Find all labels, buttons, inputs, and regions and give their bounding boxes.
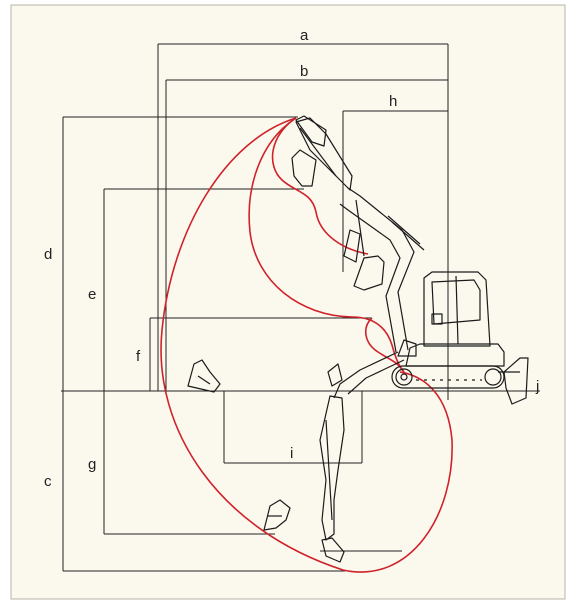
- bucket-lower: [321, 537, 345, 563]
- middle-reach-curve: [248, 117, 405, 373]
- boom-foot: [397, 339, 417, 357]
- boom-upper-inner: [339, 203, 401, 353]
- boom-upper-outline: [347, 187, 415, 351]
- upper-body: [405, 343, 505, 367]
- label-f: f: [136, 348, 141, 365]
- bucket-curl: [291, 149, 317, 187]
- cab-seat: [431, 313, 443, 325]
- arm-lower: [319, 395, 345, 541]
- dimension-labels: a b h d e f g c i j: [44, 27, 539, 490]
- label-d: d: [44, 246, 52, 263]
- arm-upper: [295, 117, 353, 191]
- cab: [423, 271, 491, 347]
- arm-mid: [343, 229, 361, 263]
- arm-link: [355, 199, 365, 257]
- bucket-depth: [263, 499, 291, 531]
- inner-bottom-curve: [365, 317, 405, 373]
- inner-top-curve: [271, 117, 369, 255]
- track-front-wheel: [395, 368, 413, 386]
- track-rear-wheel: [484, 368, 502, 386]
- label-h: h: [389, 93, 397, 110]
- boom-cylinder: [387, 215, 421, 245]
- label-e: e: [88, 286, 96, 303]
- bucket-mid: [353, 255, 385, 291]
- bucket-ground: [187, 359, 221, 393]
- bucket-ground-teeth: [197, 375, 211, 385]
- label-b: b: [300, 63, 308, 80]
- label-i: i: [290, 445, 293, 462]
- outer-reach-curve: [160, 117, 453, 573]
- boom-cylinder-b: [391, 221, 425, 251]
- boom-lower-inner: [347, 359, 405, 395]
- arm-lower-cylinder: [325, 419, 333, 521]
- arm-cylinder: [299, 127, 337, 177]
- cab-pillar: [455, 275, 459, 345]
- diagram-panel: [10, 4, 566, 600]
- working-range-curves: [160, 117, 453, 573]
- bucket-top: [295, 115, 327, 147]
- label-c: c: [44, 473, 52, 490]
- boom-lower-outline: [333, 351, 399, 399]
- label-g: g: [88, 456, 96, 473]
- track-front-hub: [400, 373, 408, 381]
- label-j: j: [535, 378, 539, 395]
- label-a: a: [300, 27, 309, 44]
- cab-window: [431, 279, 481, 325]
- dimension-lines: [62, 43, 449, 572]
- dozer-blade: [503, 357, 529, 405]
- excavator-illustration: [187, 115, 529, 563]
- boom-lower-joint: [327, 363, 343, 387]
